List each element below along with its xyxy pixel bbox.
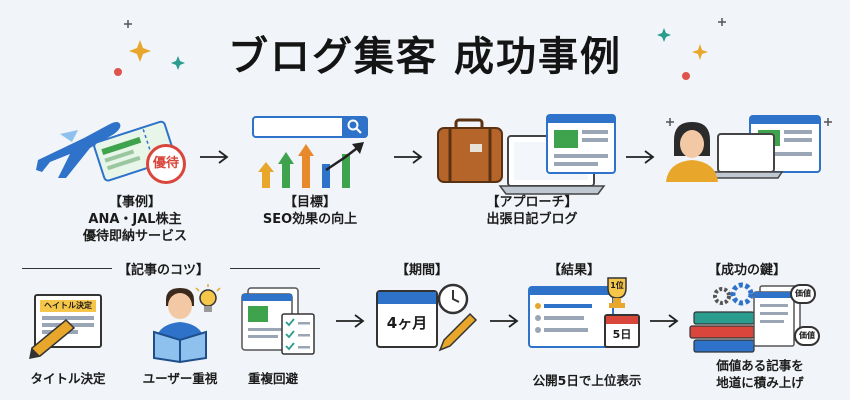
trophy-icon xyxy=(607,277,627,308)
key-line2: 地道に積み上げ xyxy=(716,375,804,390)
title-card-banner: ヘイトル決定 xyxy=(40,300,96,312)
pencil-icon xyxy=(29,318,76,359)
arrow-right-icon xyxy=(650,314,679,328)
page-title: ブログ集客 成功事例 xyxy=(228,34,622,80)
key-label: 価値ある記事を 地道に積み上げ xyxy=(690,357,830,391)
coupon-stamp: 優待 xyxy=(146,144,186,184)
tips-heading: 【記事のコツ】 xyxy=(118,263,210,278)
result-heading: 【結果】 xyxy=(548,263,601,278)
lightbulb-icon xyxy=(195,284,221,312)
search-results-window-icon xyxy=(528,286,614,348)
approach-line1: 出張日記ブログ xyxy=(486,212,578,227)
tips-divider-right xyxy=(230,268,320,269)
rank-badge: 1位 xyxy=(610,281,624,290)
approach-label: 【アプローチ】 出張日記ブログ xyxy=(462,194,602,228)
browser-window-icon xyxy=(546,114,616,174)
tips-divider-left xyxy=(22,268,112,269)
airplane-icon xyxy=(36,122,121,178)
period-calendar: 4ヶ月 xyxy=(376,290,438,348)
ticket-icon xyxy=(93,120,176,182)
article-stack-icon xyxy=(753,285,801,347)
duplicate-documents-icon xyxy=(241,287,315,355)
book-stack-icon xyxy=(689,311,755,353)
arrow-right-icon xyxy=(200,150,229,164)
case-line1: ANA・JAL株主 xyxy=(88,212,182,227)
arrow-right-icon xyxy=(394,150,423,164)
key-heading: 【成功の鍵】 xyxy=(708,263,787,278)
arrow-right-icon xyxy=(336,314,365,328)
period-calendar-value: 4ヶ月 xyxy=(386,314,428,332)
period-heading: 【期間】 xyxy=(396,263,449,278)
growth-chart-icon xyxy=(258,142,364,188)
reading-person-icon xyxy=(153,288,207,364)
gear-icon xyxy=(713,282,754,306)
tip-duplicate-label: 重複回避 xyxy=(247,371,298,386)
reader-person-icon xyxy=(666,115,832,182)
search-icon xyxy=(347,119,362,134)
case-line2: 優待即納サービス xyxy=(82,229,187,244)
goal-line1: SEO効果の向上 xyxy=(262,212,358,227)
approach-heading: 【アプローチ】 xyxy=(486,195,578,210)
value-tag-1: 価値 xyxy=(790,284,816,304)
tip-user-label: ユーザー重視 xyxy=(142,371,218,386)
arrow-right-icon xyxy=(626,150,655,164)
goal-heading: 【目標】 xyxy=(283,195,336,210)
case-label: 【事例】 ANA・JAL株主 優待即納サービス xyxy=(60,194,210,245)
suitcase-icon xyxy=(437,118,503,183)
result-calendar-value: 5日 xyxy=(612,328,632,341)
result-calendar: 5日 xyxy=(604,314,640,348)
value-tag-2: 価値 xyxy=(794,326,820,346)
clock-icon xyxy=(437,283,469,315)
tip-title-label: タイトル決定 xyxy=(30,371,106,386)
key-line1: 価値ある記事を xyxy=(716,358,804,373)
result-label: 公開5日で上位表示 xyxy=(532,373,642,388)
case-heading: 【事例】 xyxy=(108,195,161,210)
arrow-right-icon xyxy=(490,314,519,328)
goal-label: 【目標】 SEO効果の向上 xyxy=(240,194,380,228)
pencil-icon xyxy=(438,312,478,352)
